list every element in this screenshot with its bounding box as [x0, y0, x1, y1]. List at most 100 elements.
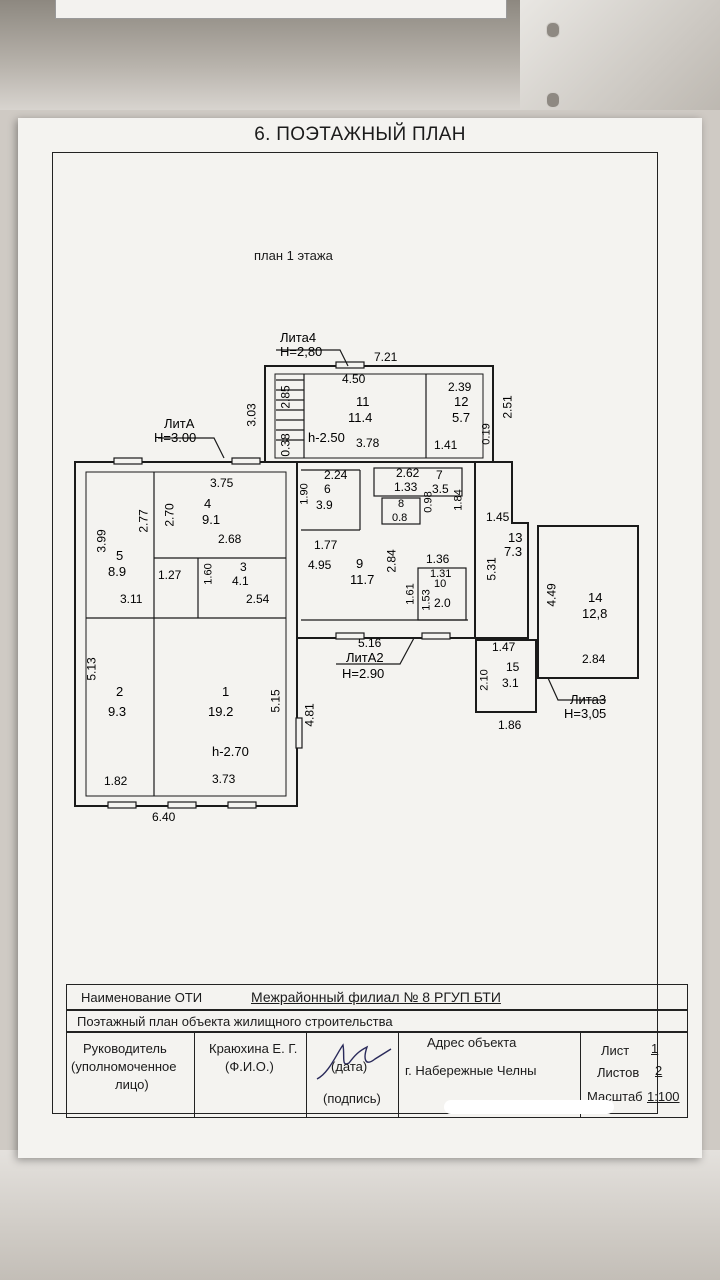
lita2-height: Н=2.90: [342, 666, 385, 681]
room-area: 2.0: [434, 596, 451, 610]
room-area: 8.9: [108, 564, 127, 579]
plastic-sleeve: [520, 0, 720, 110]
dimension: 3.78: [356, 436, 380, 450]
head-name: Краюхина Е. Г.: [209, 1041, 298, 1056]
dimension: 2.54: [246, 592, 270, 606]
address-value: г. Набережные Челны: [405, 1063, 537, 1078]
dimension: 1.90: [298, 483, 311, 505]
fio-caption: (Ф.И.О.): [225, 1059, 274, 1074]
dimension: 0.98: [422, 491, 435, 513]
signature-caption: (подпись): [323, 1091, 381, 1106]
head-label: лицо): [115, 1077, 149, 1092]
room-area: 4.1: [232, 574, 249, 588]
title-row-name: Наименование ОТИ Межрайонный филиал № 8 …: [66, 984, 688, 1010]
dimension: 1.47: [492, 640, 516, 654]
dimension: 1.27: [158, 568, 182, 582]
ceiling-height: h-2.70: [212, 744, 249, 759]
dimension: 1.84: [452, 489, 465, 511]
dimension: 3.75: [210, 476, 234, 490]
wall-lita4-inner: [274, 373, 484, 459]
sheets-label: Листов: [597, 1065, 640, 1080]
room-area: 9.3: [108, 704, 127, 719]
dimension: 5.16: [358, 636, 382, 650]
dimension: 1.53: [420, 589, 433, 611]
lita-name: ЛитА: [164, 416, 195, 431]
drawing-frame: [52, 152, 658, 1114]
room-area: 0.8: [392, 512, 408, 524]
binder-hole: [546, 22, 560, 38]
room-number: 9: [356, 556, 364, 571]
sheet-title: 6. ПОЭТАЖНЫЙ ПЛАН: [254, 124, 466, 145]
dimension: 1.60: [202, 563, 215, 585]
lita3-height: Н=3,05: [564, 706, 607, 721]
dimension: 4.49: [544, 583, 559, 607]
lita-height: Н=3.00: [154, 430, 197, 445]
dimension: 2.10: [478, 669, 491, 691]
dimension: 1.77: [314, 538, 338, 552]
room-number: 7: [436, 468, 443, 482]
room-area: 12,8: [582, 606, 608, 621]
room-number: 4: [204, 496, 212, 511]
dimension: 2.68: [218, 532, 242, 546]
dimension: 4.95: [308, 558, 332, 572]
room-number: 15: [506, 660, 520, 674]
title-block: Наименование ОТИ Межрайонный филиал № 8 …: [66, 984, 688, 1118]
title-row-description: Поэтажный план объекта жилищного строите…: [66, 1010, 688, 1032]
room-number: 6: [324, 482, 331, 496]
lita3-name: Лита3: [570, 692, 607, 707]
address-label: Адрес объекта: [427, 1035, 517, 1050]
head-cell: Руководитель (уполномоченное лицо): [67, 1033, 195, 1117]
floor-plan: [74, 349, 639, 809]
dimension: 1.41: [434, 438, 458, 452]
dimension: 2.51: [500, 395, 515, 419]
document-sheet: 6. ПОЭТАЖНЫЙ ПЛАН план 1 этажа: [18, 118, 702, 1158]
scale-value: 1:100: [647, 1089, 680, 1104]
dimension: 3.03: [244, 403, 259, 427]
dimension: 3.99: [94, 529, 109, 553]
fio-cell: Краюхина Е. Г. (Ф.И.О.): [195, 1033, 307, 1117]
name-value: Межрайонный филиал № 8 РГУП БТИ: [251, 989, 501, 1005]
room-number: 10: [434, 578, 447, 590]
dimension: 7.21: [374, 350, 398, 364]
dimension: 2.24: [324, 468, 348, 482]
room-area: 5.7: [452, 410, 471, 425]
ceiling-height: h-2.50: [308, 430, 345, 445]
lita4-height: Н=2,80: [280, 344, 323, 359]
dimension: 1.61: [404, 583, 417, 605]
room-area: 7.3: [504, 544, 523, 559]
wall-room15: [475, 639, 537, 713]
dimension: 1.45: [486, 510, 510, 524]
dimension: 1.86: [498, 718, 522, 732]
dimension: 3.73: [212, 772, 236, 786]
binder-hole: [546, 92, 560, 108]
sheets-value: 2: [655, 1063, 663, 1078]
date-caption: (дата): [331, 1059, 368, 1074]
room-area: 9.1: [202, 512, 221, 527]
room-area: 3.5: [432, 482, 449, 496]
dimension: 5.13: [84, 657, 99, 681]
dimension: 0.19: [480, 423, 493, 445]
dimension: 4.50: [342, 372, 366, 386]
head-label: Руководитель: [83, 1041, 167, 1056]
room-number: 5: [116, 548, 124, 563]
room-number: 13: [508, 530, 523, 545]
room-number: 3: [240, 560, 247, 574]
room-area: 11.4: [348, 410, 373, 425]
dimension: 2.39: [448, 380, 472, 394]
room-number: 12: [454, 394, 469, 409]
dimension: 2.70: [162, 503, 177, 527]
room-area: 19.2: [208, 704, 234, 719]
dimension: 3.11: [120, 592, 143, 606]
wall-room14: [537, 525, 639, 679]
dimension: 2.62: [396, 466, 420, 480]
title-row-signatures: Руководитель (уполномоченное лицо) Краюх…: [66, 1032, 688, 1118]
dimension: 2.85: [278, 385, 293, 409]
room-number: 2: [116, 684, 124, 699]
description: Поэтажный план объекта жилищного строите…: [77, 1014, 393, 1029]
wall-lita-outline: [74, 461, 298, 807]
redaction-mark: [444, 1100, 614, 1114]
signature-mark: [316, 1043, 392, 1080]
wall-lita2-outline: [296, 461, 476, 639]
room-area: 11.7: [350, 572, 375, 587]
dimension: 1.36: [426, 552, 450, 566]
